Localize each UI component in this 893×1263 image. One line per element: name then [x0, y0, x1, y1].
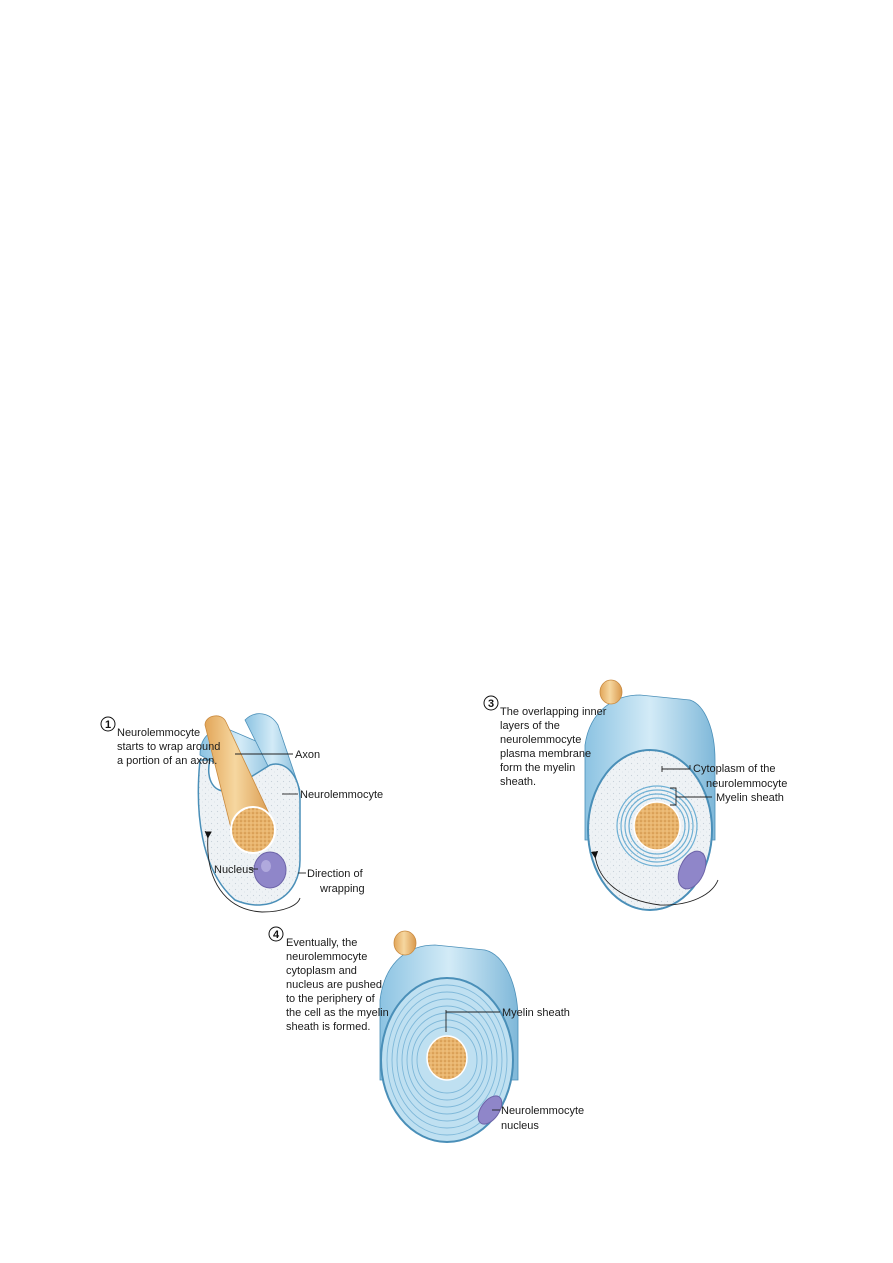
step-1-labels: 1 Neurolemmocyte starts to wrap around a…: [100, 716, 383, 895]
step-4-text-line-7: sheath is formed.: [286, 1021, 370, 1033]
step-3-text-line-6: sheath.: [500, 776, 536, 788]
axon-label: Axon: [295, 749, 320, 761]
nucleus-icon-4: [477, 1095, 503, 1125]
step-3-labels: 3 The overlapping inner layers of the ne…: [483, 695, 787, 806]
step-4-text-line-1: Eventually, the: [286, 937, 357, 949]
step-3-text-line-1: The overlapping inner: [500, 706, 607, 718]
cytoplasm-label-line-2: neurolemmocyte: [706, 778, 787, 790]
step-4-number: 4: [273, 929, 280, 941]
axon-cross-section-3: [633, 801, 681, 851]
step-1-illustration: [197, 713, 301, 913]
nucleus-icon: [253, 851, 287, 889]
step-4-text-line-6: the cell as the myelin: [286, 1007, 389, 1019]
nucleus-label: Nucleus: [214, 864, 254, 876]
step-1-number: 1: [105, 719, 111, 731]
step-4-text-line-4: nucleus are pushed: [286, 979, 382, 991]
cytoplasm-label-line-1: Cytoplasm of the: [693, 763, 776, 775]
step-4-labels: 4 Eventually, the neurolemmocyte cytopla…: [268, 926, 584, 1132]
direction-arrow-icon: [204, 831, 301, 913]
neurolemmocyte-label: Neurolemmocyte: [300, 789, 383, 801]
step-3-number: 3: [488, 698, 494, 710]
direction-arrow-icon-3: [590, 850, 719, 906]
step-3-text-line-4: plasma membrane: [500, 748, 591, 760]
neurolemmocyte-nucleus-label-line-2: nucleus: [501, 1120, 539, 1132]
direction-label-line-2: wrapping: [319, 883, 365, 895]
axon-cross-section-4: [426, 1035, 468, 1081]
step-1-text-line-2: starts to wrap around: [117, 741, 220, 753]
step-3-text-line-5: form the myelin: [500, 762, 575, 774]
axon-cross-section: [230, 806, 276, 854]
direction-label-line-1: Direction of: [307, 868, 364, 880]
step-3-illustration: [584, 679, 719, 911]
step-4-text-line-2: neurolemmocyte: [286, 951, 367, 963]
step-3-text-line-3: neurolemmocyte: [500, 734, 581, 746]
step-4-text-line-3: cytoplasm and: [286, 965, 357, 977]
nucleus-icon-3: [677, 850, 707, 890]
step-4-illustration: [379, 930, 519, 1143]
step-1-text-line-1: Neurolemmocyte: [117, 727, 200, 739]
myelin-label-4: Myelin sheath: [502, 1007, 570, 1019]
step-4-text-line-5: to the periphery of: [286, 993, 376, 1005]
step-1-text-line-3: a portion of an axon.: [117, 755, 217, 767]
step-3-text-line-2: layers of the: [500, 720, 560, 732]
neurolemmocyte-nucleus-label-line-1: Neurolemmocyte: [501, 1105, 584, 1117]
myelin-label-3: Myelin sheath: [716, 792, 784, 804]
